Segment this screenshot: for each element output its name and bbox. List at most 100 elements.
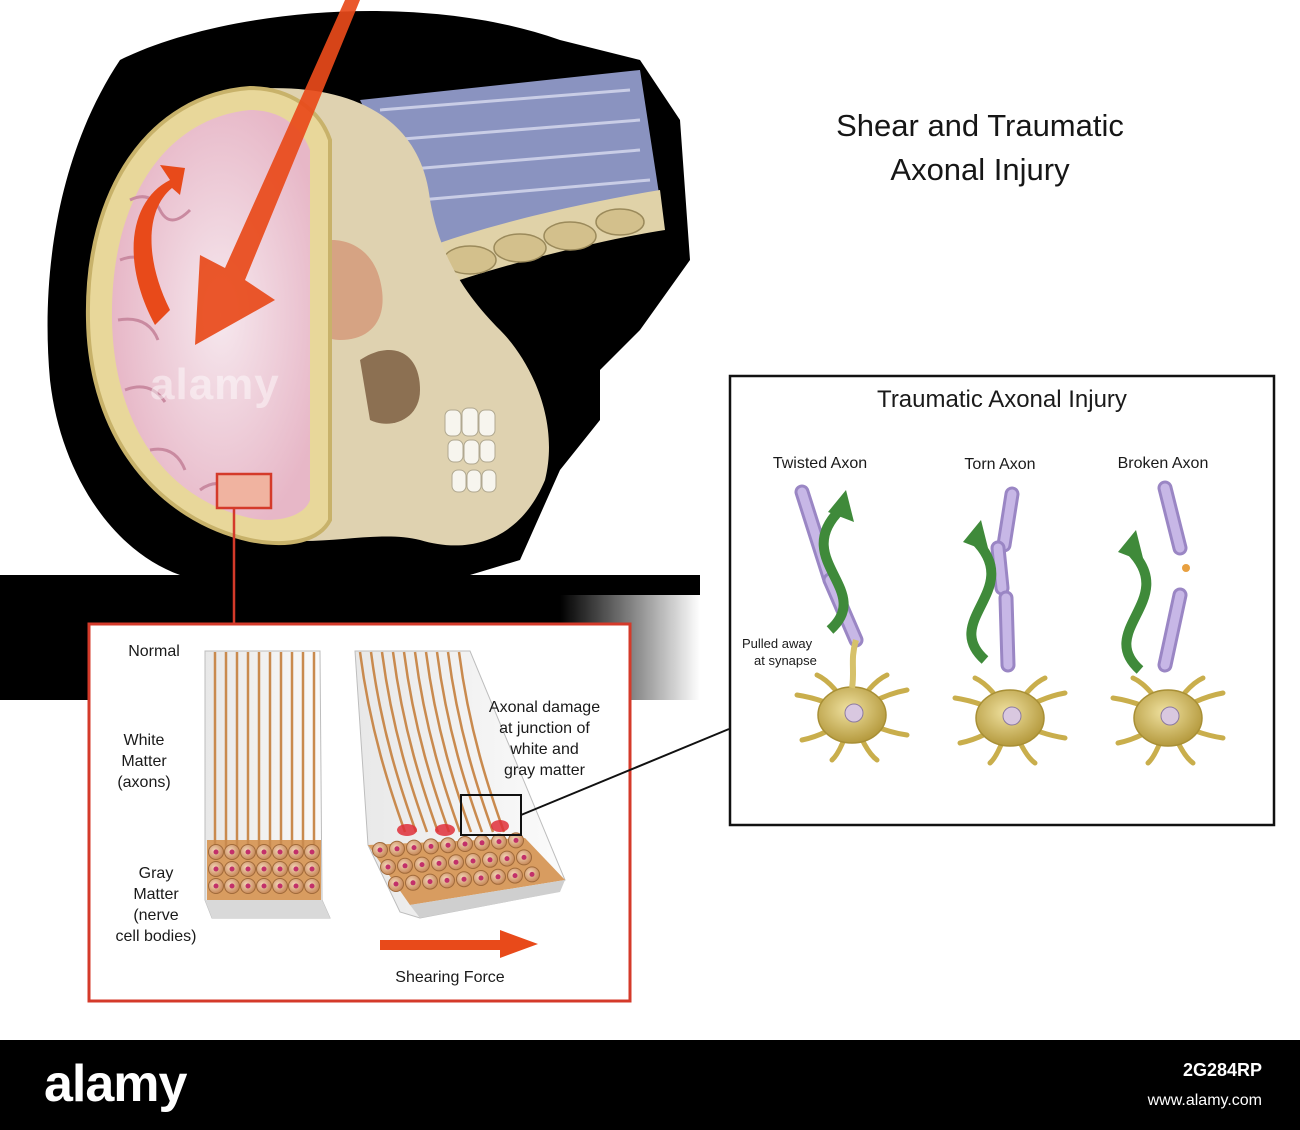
torn-axon-label: Torn Axon — [964, 456, 1036, 473]
cell-body — [208, 861, 224, 877]
axon-fiber — [413, 651, 462, 833]
footer-image-id: 2G284RP — [1182, 1060, 1262, 1080]
axon-fiber — [380, 651, 429, 833]
footer-logo: alamy — [44, 1055, 187, 1113]
twisted-axon-label: Twisted Axon — [772, 455, 868, 472]
cell-body — [490, 868, 506, 885]
cell-body — [482, 851, 498, 868]
injury-illustration — [0, 0, 1276, 1003]
white-matter-line-3: (axons) — [117, 774, 171, 791]
cell-body — [473, 870, 489, 886]
pulled-away-label: Pulled away at synapse — [742, 635, 852, 669]
damage-line-1: Axonal damage — [488, 699, 601, 716]
cell-body — [516, 849, 532, 866]
title-line-1: Shear and Traumatic — [836, 108, 1124, 143]
cell-body — [224, 878, 240, 894]
damage-label: Axonal damage at junction of white and g… — [477, 697, 612, 781]
cell-body — [524, 866, 540, 883]
gray-matter-label: Gray Matter (nerve cell bodies) — [106, 863, 206, 947]
cell-body — [256, 861, 272, 877]
axon-fiber — [457, 651, 506, 833]
broken-axon-label: Broken Axon — [1117, 455, 1209, 472]
cell-body — [224, 861, 240, 877]
cell-body — [256, 844, 272, 860]
watermark-text: alamy — [150, 360, 280, 409]
axon-fiber — [369, 651, 418, 833]
axon-block-inset — [87, 622, 730, 1003]
cell-body — [507, 867, 523, 884]
cell-body — [474, 834, 490, 851]
cell-body — [288, 844, 304, 860]
twist-arrow — [818, 506, 849, 634]
damage-line-4: gray matter — [504, 762, 585, 779]
cell-body — [465, 853, 481, 869]
cell-body — [224, 844, 240, 860]
footer-bar: alamy 2G284RP www.alamy.com — [0, 1040, 1300, 1130]
damage-line-3: white and — [510, 741, 579, 758]
page-title: Shear and Traumatic Axonal Injury — [760, 104, 1200, 192]
gray-matter-line-2: Matter — [133, 886, 179, 903]
cell-body — [304, 878, 320, 894]
title-line-2: Axonal Injury — [890, 152, 1070, 187]
cell-body — [288, 861, 304, 877]
cell-body — [423, 838, 439, 855]
cell-body — [414, 856, 430, 873]
neck-spine — [360, 70, 665, 290]
cell-body — [499, 850, 515, 867]
footer-url: www.alamy.com — [1147, 1092, 1262, 1109]
gray-matter-line-4: cell bodies) — [115, 928, 197, 945]
white-matter-line-2: Matter — [121, 753, 167, 770]
cell-body — [456, 871, 472, 888]
axon-fiber — [402, 651, 451, 833]
cell-body — [389, 840, 405, 857]
cell-body — [439, 872, 455, 889]
cell-body — [208, 878, 224, 894]
tai-title: Traumatic Axonal Injury — [877, 386, 1127, 413]
tai-inset — [728, 374, 1276, 827]
cell-body — [272, 861, 288, 877]
cell-body — [208, 844, 224, 860]
neuron — [952, 675, 1068, 766]
axon-fiber — [424, 651, 473, 833]
shearing-force-label: Shearing Force — [395, 969, 505, 986]
twist-arrow — [966, 536, 997, 664]
cell-body — [240, 861, 256, 877]
twist-arrow — [1121, 546, 1152, 674]
cell-body — [256, 878, 272, 894]
cell-body — [240, 878, 256, 894]
cell-body — [388, 876, 404, 892]
neuron — [794, 672, 910, 763]
white-matter-line-1: White — [123, 732, 165, 749]
gray-matter-line-3: (nerve — [133, 907, 179, 924]
cell-body — [440, 837, 456, 854]
damage-line-2: at junction of — [499, 720, 590, 737]
cell-body — [240, 844, 256, 860]
cell-body — [448, 854, 464, 871]
cell-body — [422, 873, 438, 890]
axon-fiber — [391, 651, 440, 833]
cell-body — [431, 855, 447, 872]
cell-body — [272, 844, 288, 860]
white-matter-label: White Matter (axons) — [94, 730, 194, 793]
normal-label: Normal — [128, 643, 180, 660]
cell-body — [304, 861, 320, 877]
cell-body — [304, 844, 320, 860]
impact-arrows — [133, 0, 360, 345]
neuron — [1110, 675, 1226, 766]
cell-body — [491, 833, 507, 850]
pulled-line-1: Pulled away — [742, 636, 813, 651]
axon-fiber — [435, 651, 484, 833]
cell-body — [380, 859, 396, 875]
cell-body — [397, 857, 413, 874]
cell-body — [457, 836, 473, 852]
cell-body — [508, 832, 524, 849]
pulled-line-2: at synapse — [754, 653, 817, 668]
cell-body — [372, 842, 388, 858]
axon-fiber — [446, 651, 495, 833]
cell-body — [406, 839, 422, 856]
cell-body — [288, 878, 304, 894]
cell-body — [405, 874, 421, 891]
gray-matter-line-1: Gray — [138, 865, 174, 882]
cell-body — [272, 878, 288, 894]
axon-fiber — [358, 651, 407, 833]
